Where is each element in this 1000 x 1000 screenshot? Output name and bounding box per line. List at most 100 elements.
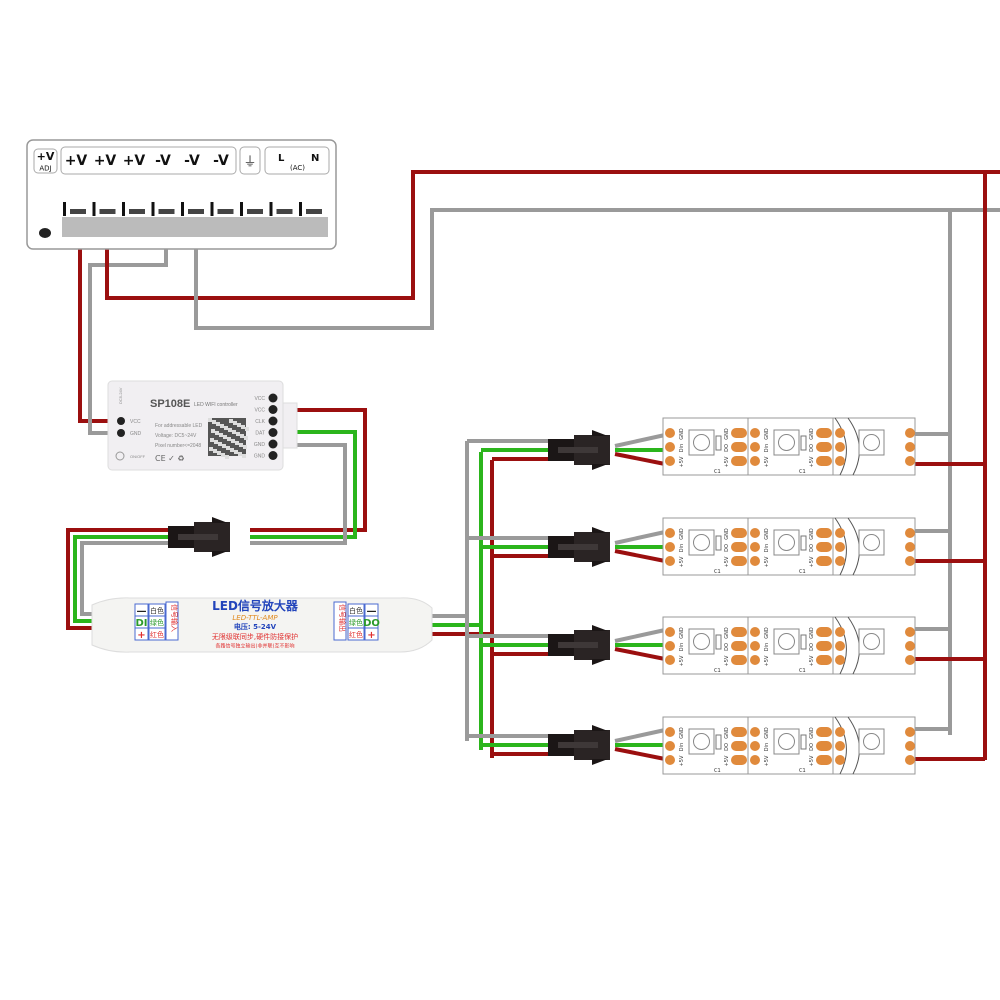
wire-to-amp-red bbox=[66, 528, 168, 630]
strip-pin-label: Din bbox=[764, 643, 770, 651]
qr-cell bbox=[241, 425, 245, 429]
wire-psu-gray-bus bbox=[194, 208, 1000, 330]
amp-output-label-box bbox=[333, 601, 347, 641]
solder-pad bbox=[905, 456, 915, 466]
strip-pin-label: GND bbox=[809, 627, 815, 639]
qr-cell bbox=[210, 438, 214, 442]
solder-pad bbox=[905, 741, 915, 751]
amp-pin-symbol: + bbox=[137, 630, 145, 641]
wire-to-amp-green bbox=[73, 535, 168, 623]
solder-pad bbox=[665, 428, 675, 438]
strip-pin-label: +5V bbox=[764, 655, 770, 666]
strip-pin-label: DO bbox=[809, 544, 815, 552]
amp-output-label: 信号输出 bbox=[338, 604, 347, 632]
capacitor-label: C1 bbox=[714, 768, 721, 774]
led-lens bbox=[778, 434, 795, 451]
terminal-label: +V bbox=[65, 153, 88, 169]
amp-pin-symbol: — bbox=[367, 606, 377, 617]
solder-pad bbox=[731, 655, 747, 665]
strip-pin-label: GND bbox=[764, 627, 770, 639]
strip-pin-label: DO bbox=[809, 643, 815, 651]
strip-pin-label: +5V bbox=[679, 755, 685, 766]
amp-pin-color: 绿色 bbox=[349, 618, 363, 627]
qr-cell bbox=[238, 452, 242, 456]
strip-pin-label: +5V bbox=[764, 456, 770, 467]
solder-pad bbox=[835, 542, 845, 552]
led-lens bbox=[863, 434, 880, 451]
wire-strip-gray-4 bbox=[614, 728, 666, 743]
strip-pin-label: DO bbox=[724, 643, 730, 651]
amp-pin-symbol: DO bbox=[363, 618, 380, 629]
qr-cell bbox=[228, 428, 232, 432]
strip-cut-mark bbox=[834, 716, 847, 775]
strip-pin-label: DO bbox=[724, 444, 730, 452]
led-lens bbox=[863, 534, 880, 551]
controller-out-pin bbox=[268, 428, 278, 437]
controller-out-pin bbox=[268, 393, 278, 403]
led-chip bbox=[688, 728, 715, 755]
strip-pin-label: GND bbox=[679, 528, 685, 540]
strip-pin-label: +5V bbox=[764, 556, 770, 567]
solder-pad bbox=[750, 755, 760, 765]
strip-pin-label: +5V bbox=[724, 556, 730, 567]
ground-icon: ⏚ bbox=[243, 155, 256, 170]
qr-cell bbox=[229, 419, 233, 423]
amp-pin-color: 红色 bbox=[349, 630, 363, 639]
terminal-divider bbox=[181, 202, 184, 216]
strip-pin-label: +5V bbox=[679, 655, 685, 666]
strip-pin-label: GND bbox=[809, 727, 815, 739]
qr-cell bbox=[224, 426, 228, 430]
solder-pad bbox=[750, 655, 760, 665]
solder-pad bbox=[665, 528, 675, 538]
strip-pin-label: +5V bbox=[809, 655, 815, 666]
jst-connector-strip-3-slot bbox=[558, 642, 598, 648]
led-chip bbox=[858, 529, 885, 556]
adj-potentiometer-icon bbox=[39, 228, 51, 238]
solder-pad bbox=[750, 428, 760, 438]
strip-pin-label: Din bbox=[764, 544, 770, 552]
amp-pin-symbol: + bbox=[367, 630, 375, 641]
terminal-label: +V bbox=[94, 153, 117, 169]
controller-out-pin-label: VCC bbox=[254, 396, 265, 402]
solder-pad bbox=[750, 556, 760, 566]
solder-pad bbox=[750, 456, 760, 466]
strip-pin-label: GND bbox=[764, 727, 770, 739]
led-lens bbox=[693, 633, 710, 650]
solder-pad bbox=[835, 528, 845, 538]
jst-connector-strip-1-slot bbox=[558, 447, 598, 453]
solder-pad bbox=[731, 556, 747, 566]
solder-pad bbox=[905, 641, 915, 651]
solder-pad bbox=[731, 627, 747, 637]
amp-input-label: 信号输入 bbox=[170, 604, 179, 632]
terminal-screw bbox=[70, 209, 86, 214]
amp-subtitle: LED-TTL-AMP bbox=[232, 614, 278, 622]
controller-in-pin-label: GND bbox=[130, 431, 142, 437]
solder-pad bbox=[835, 428, 845, 438]
jst-connector-strip-1-latch-bottom bbox=[592, 464, 608, 470]
solder-pad bbox=[731, 528, 747, 538]
controller-out-pin bbox=[268, 416, 278, 426]
solder-pad bbox=[731, 741, 747, 751]
terminal-screw bbox=[99, 209, 116, 214]
capacitor bbox=[800, 634, 807, 650]
strip-pin-label: GND bbox=[679, 627, 685, 639]
terminal-label: +V bbox=[123, 153, 146, 169]
qr-cell bbox=[217, 451, 221, 455]
qr-cell bbox=[218, 442, 222, 446]
strip-pin-label: DO bbox=[724, 743, 730, 751]
solder-pad bbox=[835, 456, 845, 466]
led-lens bbox=[778, 633, 795, 650]
solder-pad bbox=[835, 627, 845, 637]
led-lens bbox=[693, 733, 710, 750]
qr-cell bbox=[208, 418, 212, 422]
led-chip bbox=[773, 529, 800, 556]
strip-pin-label: +5V bbox=[679, 456, 685, 467]
controller-out-pin-label: CLK bbox=[255, 419, 265, 425]
strip-pin-label: GND bbox=[724, 428, 730, 440]
solder-pad bbox=[835, 741, 845, 751]
terminal-divider bbox=[269, 202, 273, 216]
solder-pad bbox=[816, 641, 832, 651]
ground-box bbox=[239, 146, 261, 175]
